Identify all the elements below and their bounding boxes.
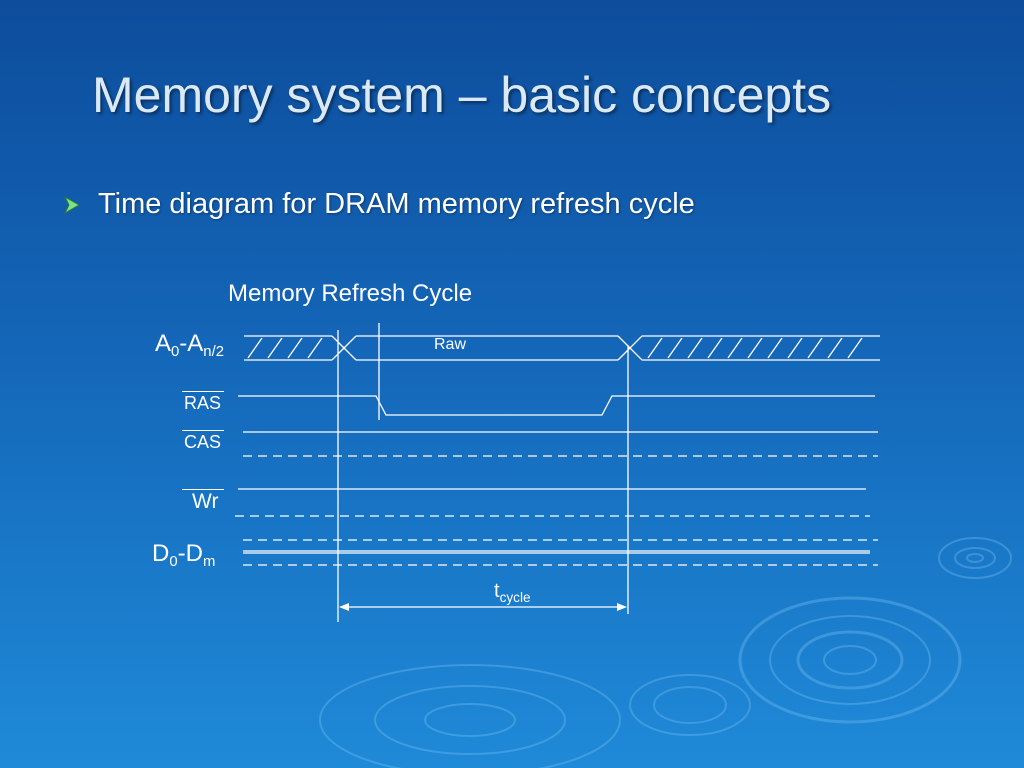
ras-overbar — [182, 391, 224, 392]
diagram-title: Memory Refresh Cycle — [228, 280, 473, 307]
raw-address-label: Raw — [434, 336, 467, 353]
signal-label-address: A0-An/2 — [155, 330, 224, 361]
arrow-bullet-icon — [63, 195, 81, 214]
slide-title: Memory system – basic concepts — [92, 67, 832, 123]
tcycle-label: tcycle — [494, 580, 531, 605]
signal-label-ras: RAS — [184, 393, 222, 413]
signal-label-data: D0-Dm — [152, 540, 216, 571]
signal-label-cas: CAS — [184, 432, 222, 452]
tcycle-arrowhead-left — [339, 603, 349, 611]
bullet-item: Time diagram for DRAM memory refresh cyc… — [62, 188, 695, 221]
cas-overbar — [182, 430, 224, 431]
ras-waveform — [238, 395, 875, 416]
signal-label-wr: Wr — [192, 490, 219, 513]
wr-overbar — [182, 489, 224, 490]
tcycle-arrowhead-right — [617, 603, 627, 611]
bullet-text: Time diagram for DRAM memory refresh cyc… — [98, 188, 695, 220]
address-waveform — [244, 335, 880, 361]
